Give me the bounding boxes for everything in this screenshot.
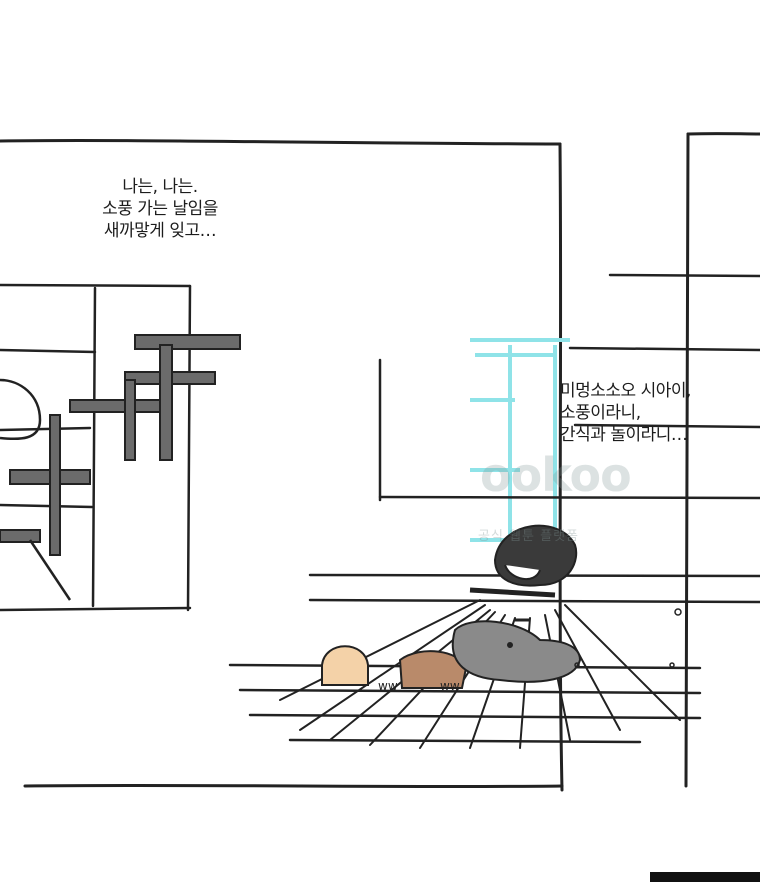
cyan-gate (470, 338, 570, 545)
right-panel (684, 132, 760, 788)
snack-scribble-2: ww (440, 679, 460, 693)
watermark-subtitle: 공식 웹툰 플랫폼 (478, 529, 579, 544)
gray-dog (451, 620, 582, 683)
gray-gate (0, 334, 241, 556)
bottom-scrollbar (650, 872, 760, 882)
left-panel (0, 138, 564, 792)
curve-stroke (0, 378, 42, 441)
caption-right: 미멍소소오 시아이, 소풍이라니, 간식과 놀이라니… (560, 381, 691, 445)
sparkles (574, 608, 682, 668)
diagonal-stroke (28, 539, 72, 601)
watermark-logo: ookoo (480, 448, 632, 502)
snack-bread: ww ww (321, 645, 468, 693)
caption-left: 나는, 나는. 소풍 가는 날임을 새까맣게 잊고… (102, 177, 218, 241)
snack-scribble: ww (378, 679, 398, 693)
character (469, 524, 578, 622)
